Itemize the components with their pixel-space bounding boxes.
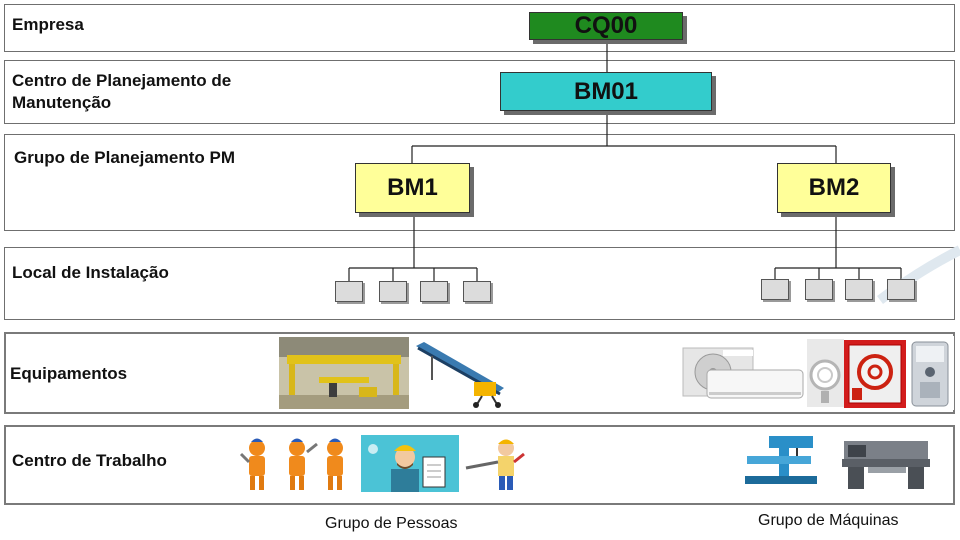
node-planning-center: BM01: [500, 72, 712, 111]
workers-group-image: [237, 436, 357, 492]
air-conditioner-image: [679, 344, 806, 406]
location-leaf-7: [845, 279, 873, 300]
node-group-bm2: BM2: [777, 163, 891, 213]
band-centro-planejamento: [4, 60, 955, 124]
water-cooler-image: [906, 336, 954, 410]
fire-hose-image: [807, 339, 844, 407]
level-label-centro-planejamento: Centro de Planejamento de Manutenção: [12, 71, 232, 112]
location-leaf-4: [463, 281, 491, 302]
location-leaf-8: [887, 279, 915, 300]
level-label-empresa: Empresa: [12, 15, 84, 34]
level-label-centro-trabalho: Centro de Trabalho: [12, 451, 167, 470]
level-label-grupo-planejamento: Grupo de Planejamento PM: [14, 148, 236, 167]
node-company: CQ00: [529, 12, 683, 40]
level-label-local-instalacao: Local de Instalação: [12, 263, 169, 282]
level-label-equipamentos: Equipamentos: [10, 364, 128, 383]
location-leaf-1: [335, 281, 363, 302]
conveyor-belt-image: [412, 340, 508, 408]
caption-people-group: Grupo de Pessoas: [325, 515, 458, 532]
mechanic-illustration-image: [462, 434, 534, 494]
drill-press-image: [739, 432, 823, 486]
fire-hose-cabinet-image: [844, 340, 906, 408]
engineer-illustration-image: [361, 435, 459, 492]
band-empresa: [4, 4, 955, 52]
node-group-bm1: BM1: [355, 163, 470, 213]
location-leaf-2: [379, 281, 407, 302]
lathe-machine-image: [838, 431, 934, 491]
overhead-crane-image: [279, 337, 409, 409]
location-leaf-5: [761, 279, 789, 300]
location-leaf-3: [420, 281, 448, 302]
location-leaf-6: [805, 279, 833, 300]
caption-machine-group: Grupo de Máquinas: [758, 512, 899, 529]
